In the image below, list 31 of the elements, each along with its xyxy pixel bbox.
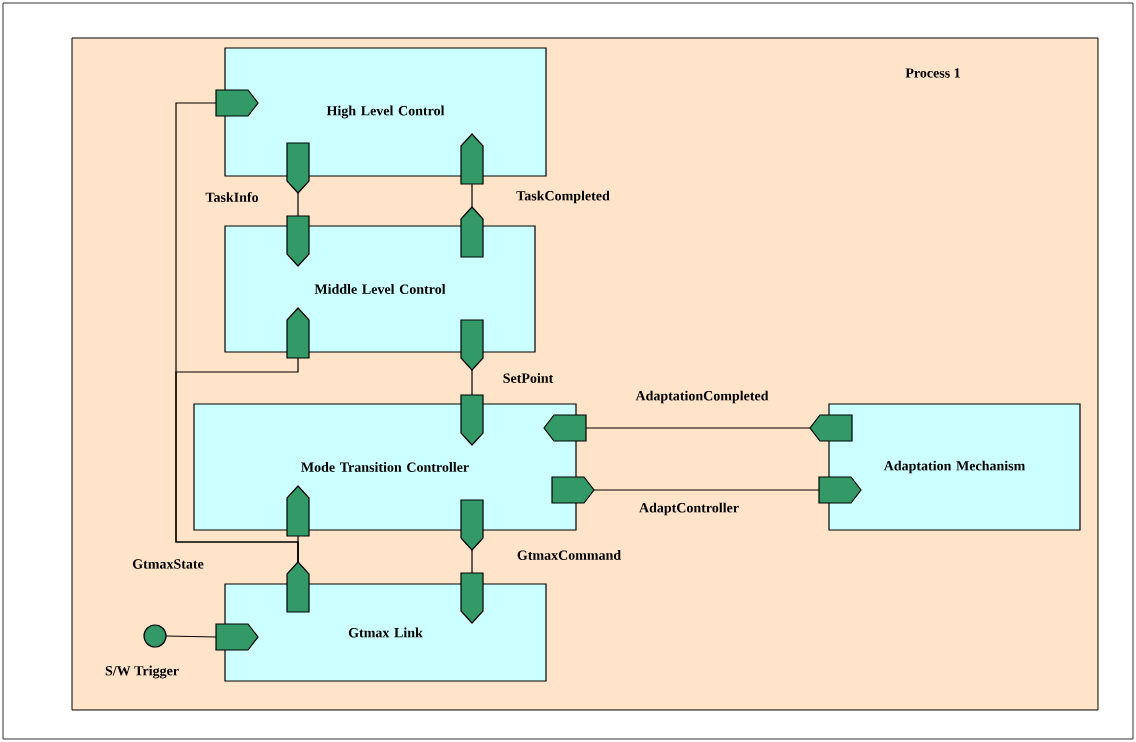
connector bbox=[593, 489, 820, 491]
port bbox=[215, 89, 259, 117]
connector bbox=[471, 183, 473, 208]
edge-label: TaskCompleted bbox=[516, 190, 610, 204]
port bbox=[286, 215, 310, 267]
edge-label: GtmaxState bbox=[132, 559, 204, 569]
edge-label: SetPoint bbox=[503, 373, 554, 383]
port bbox=[551, 476, 595, 504]
port bbox=[460, 394, 484, 446]
connector bbox=[471, 549, 473, 574]
port bbox=[460, 499, 484, 551]
component-box: High Level Control bbox=[224, 47, 547, 177]
edge-label: AdaptController bbox=[639, 502, 739, 516]
component-box: Gtmax Link bbox=[224, 583, 547, 682]
trigger-label: S/W Trigger bbox=[105, 665, 179, 679]
port bbox=[286, 142, 310, 194]
edge-label: TaskInfo bbox=[205, 192, 259, 202]
component-box: Middle Level Control bbox=[224, 225, 536, 353]
port bbox=[215, 623, 259, 651]
edge-label: AdaptationCompleted bbox=[635, 390, 769, 404]
connector bbox=[471, 369, 473, 396]
edge-label: GtmaxCommand bbox=[517, 550, 621, 560]
port bbox=[460, 319, 484, 371]
connector bbox=[585, 427, 811, 429]
port bbox=[818, 476, 862, 504]
component-box: Adaptation Mechanism bbox=[828, 403, 1081, 531]
connector bbox=[297, 192, 299, 217]
connector bbox=[175, 102, 299, 563]
component-box: Mode Transition Controller bbox=[193, 403, 577, 531]
trigger-circle bbox=[143, 624, 167, 648]
connector bbox=[165, 635, 217, 638]
